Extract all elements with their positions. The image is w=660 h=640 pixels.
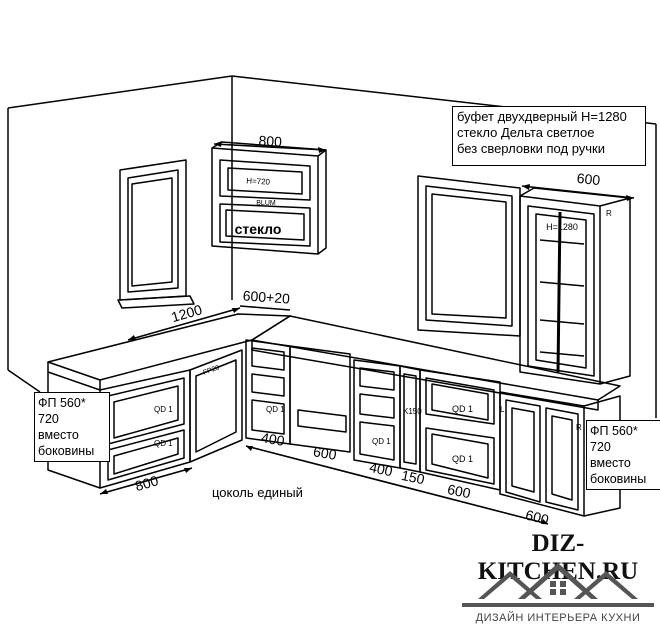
label-k150: K150 — [403, 407, 422, 416]
dim-line-800-bottom — [99, 467, 193, 495]
dim-base-left: 800 — [133, 472, 160, 494]
left-note-line-2: 720 — [38, 412, 59, 426]
dim-line-bottom-row — [245, 445, 549, 525]
wall-left — [7, 75, 233, 393]
label-qd1-left-b: QD 1 — [154, 439, 173, 448]
base-left-front — [99, 369, 191, 489]
drawer-stack-400a — [245, 339, 291, 445]
label-h1280: H=1280 — [546, 222, 578, 232]
left-note-line-3: вместо — [38, 428, 79, 442]
label-qd1-600b: QD 1 — [452, 454, 473, 464]
dim-worktop-corner: 600+20 — [242, 287, 290, 306]
dim-base-400b: 400 — [368, 459, 394, 480]
window-right — [417, 175, 521, 337]
drawer-stack-400b — [353, 359, 401, 469]
label-l: L — [500, 405, 505, 414]
dim-line-600-top — [521, 185, 635, 199]
plinth-note: цоколь единый — [212, 485, 303, 500]
dim-line-600-20 — [239, 305, 291, 311]
base-corner-door — [189, 349, 243, 463]
label-qd1-left-a: QD 1 — [154, 405, 173, 414]
base-600-drawers — [419, 369, 501, 491]
oven-niche — [289, 345, 351, 453]
base-600-doors — [499, 391, 585, 517]
dim-base-400a: 400 — [260, 429, 286, 449]
buffet-note-line-3: без сверловки под ручки — [457, 141, 606, 156]
dim-base-600b: 600 — [446, 481, 472, 502]
bottle-cabinet-150 — [399, 365, 421, 473]
label-r-base: R — [576, 423, 582, 432]
site-logo-tagline: ДИЗАЙН ИНТЕРЬЕРА КУХНИ — [475, 612, 641, 624]
label-blum: BLUM — [256, 200, 276, 207]
dim-buffet-width: 600 — [576, 170, 601, 188]
label-qd1-400b: QD 1 — [372, 437, 391, 446]
worktop-right — [251, 315, 621, 401]
right-note-line-4: боковины — [590, 472, 647, 486]
dim-line-800-top — [213, 143, 327, 151]
buffet-note-line-1: буфет двухдверный H=1280 — [457, 109, 627, 124]
buffet-note: буфет двухдверный H=1280 стекло Дельта с… — [452, 106, 646, 166]
dim-line-1200 — [127, 307, 241, 341]
label-qd1-600a: QD 1 — [452, 404, 473, 414]
label-glass: стекло — [235, 221, 282, 237]
right-note-line-3: вместо — [590, 456, 631, 470]
dim-base-600a: 600 — [312, 443, 338, 463]
window-left — [119, 159, 187, 301]
label-fp20: FP20 — [202, 364, 220, 376]
left-note-line-4: боковины — [38, 444, 95, 458]
right-note-line-2: 720 — [590, 440, 611, 454]
dim-upper-cabinet: 800 — [258, 132, 282, 149]
dim-base-600c: 600 — [524, 507, 551, 528]
right-side-note: ФП 560* 720 вместо боковины — [586, 420, 660, 490]
worktop-left — [47, 313, 291, 381]
label-h720: H=720 — [246, 176, 271, 186]
left-side-note: ФП 560* 720 вместо боковины — [34, 392, 110, 462]
buffet-note-line-2: стекло Дельта светлое — [457, 125, 595, 140]
label-r-buffet: R — [606, 209, 612, 218]
houses-logo-icon — [462, 563, 654, 607]
right-note-line-1: ФП 560* — [590, 424, 638, 438]
dim-base-150: 150 — [400, 467, 426, 488]
label-qd1-400a: QD 1 — [266, 405, 285, 414]
left-note-line-1: ФП 560* — [38, 396, 86, 410]
